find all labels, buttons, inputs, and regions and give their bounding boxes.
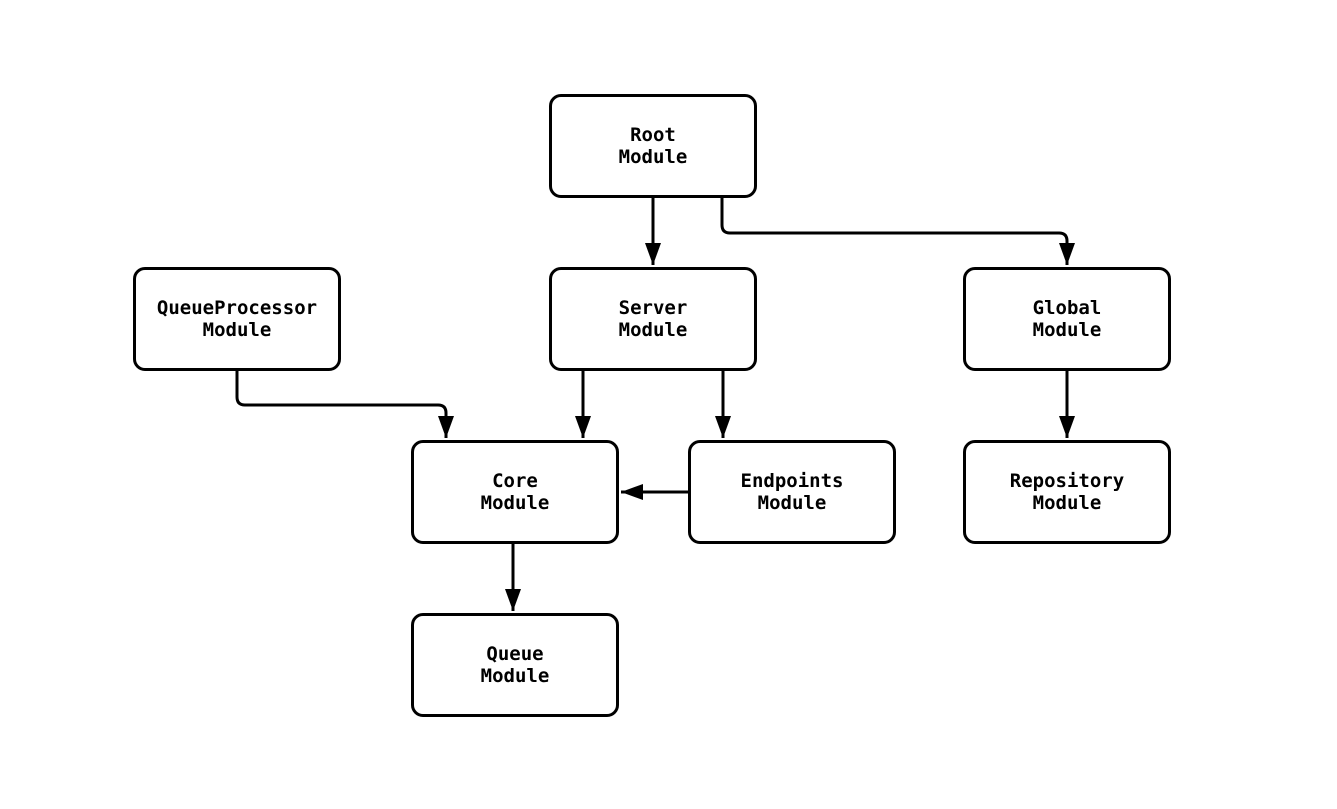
node-label-line2: Module bbox=[1032, 319, 1102, 341]
node-label-line1: Server bbox=[618, 297, 688, 319]
node-label-line2: Module bbox=[480, 665, 550, 687]
node-label-line1: Repository bbox=[1009, 470, 1125, 492]
node-label-line2: Module bbox=[202, 319, 272, 341]
edge-queueprocessor-to-core bbox=[235, 371, 454, 438]
node-label-line1: Root bbox=[630, 124, 676, 146]
node-label-line2: Module bbox=[1032, 492, 1102, 514]
node-label-line1: Global bbox=[1032, 297, 1102, 319]
node-label-line1: Queue bbox=[486, 643, 544, 665]
node-label-line2: Module bbox=[757, 492, 827, 514]
node-label-line1: QueueProcessor bbox=[156, 297, 318, 319]
edge-root-to-global bbox=[720, 198, 1075, 265]
node-label-line2: Module bbox=[618, 319, 688, 341]
node-label-line1: Endpoints bbox=[740, 470, 844, 492]
node-label-line2: Module bbox=[480, 492, 550, 514]
node-label-line1: Core bbox=[492, 470, 538, 492]
node-label-line2: Module bbox=[618, 146, 688, 168]
